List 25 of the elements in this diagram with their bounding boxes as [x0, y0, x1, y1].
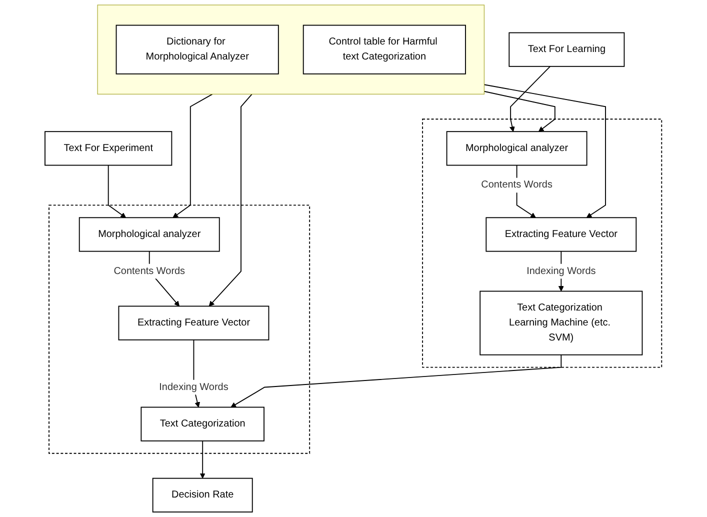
node-box: Text For Learning — [508, 32, 625, 67]
arrow — [230, 354, 562, 408]
arrow — [200, 440, 206, 479]
arrow — [209, 94, 253, 306]
cluster — [48, 204, 310, 454]
arrow — [484, 90, 556, 132]
edge-label: Indexing Words — [159, 382, 228, 392]
node-box: Text Categorization Learning Machine (etc. SVM) — [480, 290, 643, 356]
edge-label: Contents Words — [481, 180, 553, 190]
node-box: Extracting Feature Vector — [486, 217, 637, 252]
arrow — [510, 66, 551, 132]
edge-label: Indexing Words — [526, 266, 596, 276]
node-box: Dictionary for Morphological Analyzer — [116, 24, 280, 74]
cluster — [97, 4, 485, 94]
node-box: Text For Experiment — [44, 131, 172, 166]
node-box: Morphological analyzer — [446, 131, 588, 166]
node-box: Text Categorization — [140, 406, 265, 442]
node-box: Decision Rate — [152, 478, 253, 512]
node-box: Control table for Harmful text Categorization — [303, 24, 466, 74]
arrow — [172, 94, 213, 218]
node-box: Extracting Feature Vector — [118, 306, 270, 340]
node-box: Morphological analyzer — [79, 217, 220, 252]
arrow — [108, 164, 126, 218]
edge-label: Contents Words — [114, 266, 186, 276]
cluster — [422, 118, 662, 368]
